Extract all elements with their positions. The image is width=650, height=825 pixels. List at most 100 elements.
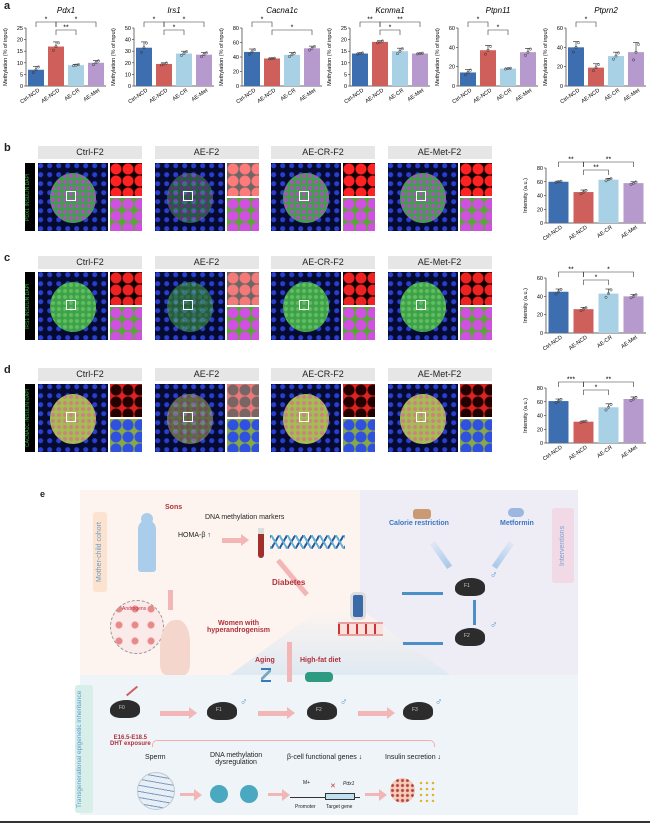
x-tick-label: AE-CR (280, 88, 297, 103)
data-point (37, 65, 40, 69)
sons-label: Sons (165, 504, 183, 511)
y-axis-label: Intensity (a.u.) (523, 288, 529, 323)
y-axis-label: Methylation (% of input) (327, 28, 333, 86)
zoom-inset-merge (226, 198, 259, 231)
data-point (378, 40, 382, 44)
data-point (634, 293, 638, 297)
islet-image (38, 384, 108, 452)
islet-image (387, 384, 458, 452)
significance-stars: * (585, 17, 588, 24)
data-point (97, 59, 100, 63)
significance-stars: * (45, 17, 48, 24)
data-point (524, 53, 527, 57)
data-point (609, 177, 613, 181)
insulin-granules-icon (418, 780, 436, 802)
zoom-inset-merge (110, 419, 142, 452)
zoom-inset-stain (110, 163, 142, 196)
data-point (579, 192, 583, 196)
significance-stars: * (607, 267, 610, 274)
data-point (604, 179, 608, 183)
data-point (632, 181, 635, 185)
data-point (486, 48, 490, 52)
x-tick-label: Ctrl-NCD (127, 88, 149, 106)
x-tick-label: Ctrl-NCD (19, 88, 41, 106)
y-tick-label: 20 (449, 65, 455, 71)
bar-ae-ncd (573, 309, 594, 333)
group-header-d: AE-F2 (154, 368, 259, 381)
blocked-transcription-icon: ✕ (330, 783, 336, 790)
m-plus-label: M+ (303, 780, 311, 786)
data-point (401, 47, 404, 51)
data-point (253, 48, 256, 52)
beta-cell-genes-label: β-cell functional genes ↓ (287, 754, 363, 761)
data-point (634, 395, 638, 399)
data-point (484, 52, 487, 56)
diabetes-label: Diabetes (272, 578, 306, 587)
calorie-restriction-label: Calorie restriction (389, 520, 449, 527)
hourglass-icon (261, 668, 271, 682)
data-point (398, 49, 402, 53)
y-tick-label: 0 (540, 221, 543, 227)
significance-stars: * (477, 17, 480, 24)
y-tick-label: 20 (537, 427, 543, 433)
target-gene-label: Target gene (326, 804, 353, 810)
x-tick-label: AE-CR (496, 88, 513, 103)
y-tick-label: 40 (537, 414, 543, 420)
up-arrow-women-to-sons (168, 590, 173, 610)
inhibit-f1-f2 (473, 600, 476, 625)
islet-image (271, 384, 341, 452)
data-point (140, 50, 143, 54)
y-tick-label: 20 (557, 65, 563, 71)
data-point (250, 50, 254, 54)
panel-label-b: b (4, 142, 11, 154)
male-icon: ♂ (240, 697, 248, 708)
y-tick-label: 0 (20, 84, 23, 90)
bar-ae-ncd (264, 58, 280, 86)
bar-ctrl-ncd (352, 53, 368, 86)
nucleosome-icon (210, 785, 228, 803)
data-point (584, 306, 588, 310)
mouse-f2-icon: F2 (307, 702, 337, 720)
zoom-inset-stain (226, 163, 259, 196)
significance-stars: ** (568, 157, 574, 164)
data-point (185, 50, 188, 54)
significance-bracket (379, 29, 401, 35)
data-point (57, 41, 60, 45)
significance-stars: * (173, 25, 176, 32)
data-point (634, 50, 638, 54)
zoom-inset-merge (343, 307, 375, 340)
bar-ctrl-ncd (244, 51, 260, 86)
women-line2: hyperandrogenism (207, 627, 271, 634)
zoom-inset-stain (110, 384, 142, 417)
y-tick-label: 80 (537, 166, 543, 172)
zoom-inset-stain (459, 384, 492, 417)
data-point (632, 58, 635, 62)
group-header-c: AE-F2 (154, 256, 259, 269)
x-tick-label: AE-Met (299, 87, 318, 103)
data-point (32, 71, 35, 74)
male-icon: ♂ (490, 620, 498, 631)
bar-ae-cr (598, 293, 619, 333)
significance-stars: ** (367, 17, 373, 24)
bar-ae-ncd (48, 46, 64, 86)
y-tick-label: 40 (537, 294, 543, 300)
data-point (614, 54, 618, 58)
group-header-b: AE-F2 (154, 146, 259, 159)
data-point (54, 45, 58, 49)
x-tick-label: AE-CR (604, 88, 621, 103)
x-tick-label: AE-CR (596, 445, 613, 460)
y-tick-label: 50 (125, 26, 131, 32)
mother-child-cohort-label: Mother-child cohort (93, 512, 107, 592)
group-header-c: AE-Met-F2 (387, 256, 492, 269)
x-tick-label: Ctrl-NCD (451, 88, 473, 106)
x-tick-label: AE-NCD (40, 88, 61, 105)
significance-bracket (163, 29, 185, 35)
data-point (526, 50, 530, 54)
data-point (629, 399, 633, 403)
zoom-inset-stain (343, 384, 375, 417)
zoom-inset-merge (459, 307, 492, 340)
y-tick-label: 15 (341, 49, 347, 55)
androgens-circle (110, 600, 164, 654)
significance-bracket (583, 381, 634, 387)
